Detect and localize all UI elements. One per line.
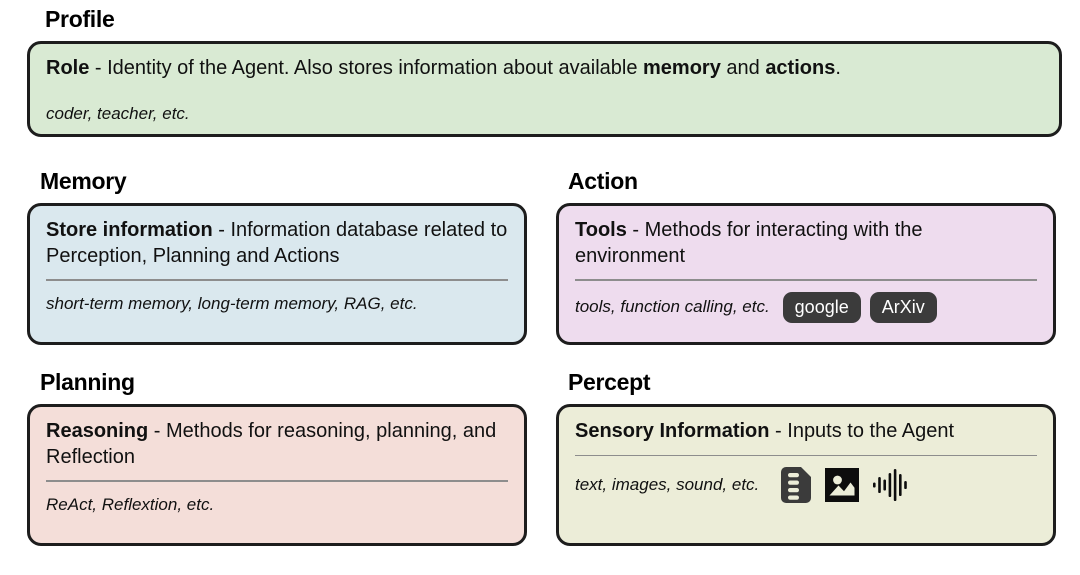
card-memory-footer: short-term memory, long-term memory, RAG… — [46, 292, 508, 316]
card-memory-title: Store information - Information database… — [46, 218, 508, 269]
section-heading-profile: Profile — [45, 6, 115, 32]
card-memory-title-term: Store information — [46, 219, 213, 241]
card-action-examples: tools, function calling, etc. — [575, 297, 770, 317]
card-profile-title-term: Role — [46, 57, 90, 79]
card-planning-title-term: Reasoning — [46, 420, 149, 442]
card-profile-footer: coder, teacher, etc. — [46, 103, 1043, 127]
tool-chip-google[interactable]: google — [782, 291, 861, 324]
card-planning-footer: ReAct, Reflextion, etc. — [46, 493, 508, 517]
card-profile: Role - Identity of the Agent. Also store… — [27, 41, 1062, 137]
card-action-title-desc: - Methods for interacting with the envir… — [575, 219, 923, 267]
card-profile-title-mid: and — [720, 57, 766, 79]
section-heading-percept: Percept — [568, 369, 651, 395]
card-profile-title-end: . — [835, 57, 841, 79]
card-profile-title: Role - Identity of the Agent. Also store… — [46, 56, 1043, 82]
action-tool-chips: google ArXiv — [782, 291, 937, 324]
card-profile-title-actions: actions — [765, 57, 836, 79]
card-percept-footer: text, images, sound, etc. — [575, 467, 1037, 504]
card-percept-title: Sensory Information - Inputs to the Agen… — [575, 419, 1037, 445]
audio-waveform-icon — [873, 468, 911, 502]
card-action-divider — [575, 279, 1037, 281]
percept-icon-group — [781, 467, 911, 504]
card-planning-title: Reasoning - Methods for reasoning, plann… — [46, 419, 508, 470]
section-heading-action: Action — [568, 168, 638, 194]
card-profile-title-desc: - Identity of the Agent. Also stores inf… — [89, 57, 644, 79]
card-planning: Reasoning - Methods for reasoning, plann… — [27, 404, 527, 546]
card-memory-divider — [46, 279, 508, 281]
card-memory: Store information - Information database… — [27, 203, 527, 345]
tool-chip-arxiv[interactable]: ArXiv — [869, 291, 937, 324]
card-percept: Sensory Information - Inputs to the Agen… — [556, 404, 1056, 546]
card-profile-title-memory: memory — [643, 57, 721, 79]
card-percept-title-desc: - Inputs to the Agent — [769, 420, 955, 442]
section-heading-memory: Memory — [40, 168, 127, 194]
card-action-title-term: Tools — [575, 219, 627, 241]
card-percept-examples: text, images, sound, etc. — [575, 474, 760, 494]
card-percept-title-term: Sensory Information — [575, 420, 770, 442]
card-percept-divider — [575, 454, 1037, 457]
card-planning-divider — [46, 480, 508, 482]
card-action-title: Tools - Methods for interacting with the… — [575, 218, 1037, 269]
card-planning-title-desc: - Methods for reasoning, planning, and R… — [46, 420, 497, 468]
card-action: Tools - Methods for interacting with the… — [556, 203, 1056, 345]
image-icon — [825, 468, 860, 503]
document-icon — [781, 467, 812, 504]
card-memory-title-desc: - Information database related to Percep… — [46, 219, 508, 267]
card-action-footer: tools, function calling, etc. google ArX… — [575, 291, 1037, 324]
card-profile-examples: coder, teacher, etc. — [46, 104, 190, 124]
card-planning-examples: ReAct, Reflextion, etc. — [46, 494, 215, 514]
section-heading-planning: Planning — [40, 369, 135, 395]
card-memory-examples: short-term memory, long-term memory, RAG… — [46, 293, 418, 313]
